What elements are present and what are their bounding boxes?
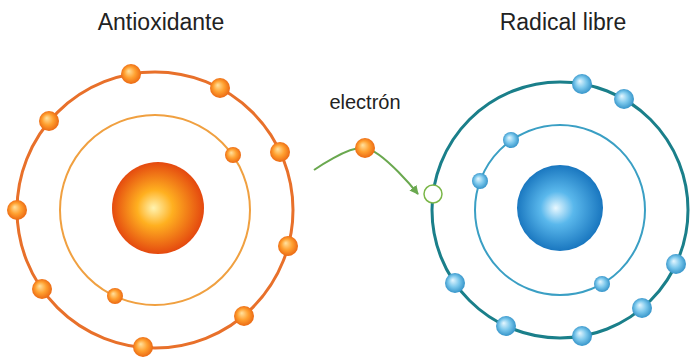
inner-orbit [60,115,250,305]
electron [496,316,516,336]
electron [472,173,488,189]
electron [107,288,123,304]
electron [614,89,634,109]
electron [503,132,519,148]
inner-orbit [475,125,645,295]
atom-node: Radical libre [418,8,696,358]
electron [666,254,686,274]
electron [445,273,465,293]
nucleus [112,162,204,254]
electron-vacancy [424,185,442,203]
electron [7,200,27,220]
nucleus [517,165,603,251]
electron [278,236,298,256]
electron [234,306,254,326]
edge-label: electrón [326,90,403,114]
electron [572,326,592,346]
electron [210,78,230,98]
outer-orbit [17,72,293,348]
electron [39,111,59,131]
electron [225,147,241,163]
atom-node: Antioxidante [8,8,314,358]
atom-heading: Radical libre [418,8,696,36]
electron [32,279,52,299]
antioxidant-atom [7,64,298,357]
electron [121,64,141,84]
free-radical-atom [424,74,688,346]
electron [594,276,610,292]
electron [572,74,592,94]
electron [270,142,290,162]
electron [133,337,153,357]
outer-orbit [432,82,688,338]
electron [632,298,652,318]
moving-electron [355,138,375,158]
atom-heading: Antioxidante [8,8,314,36]
